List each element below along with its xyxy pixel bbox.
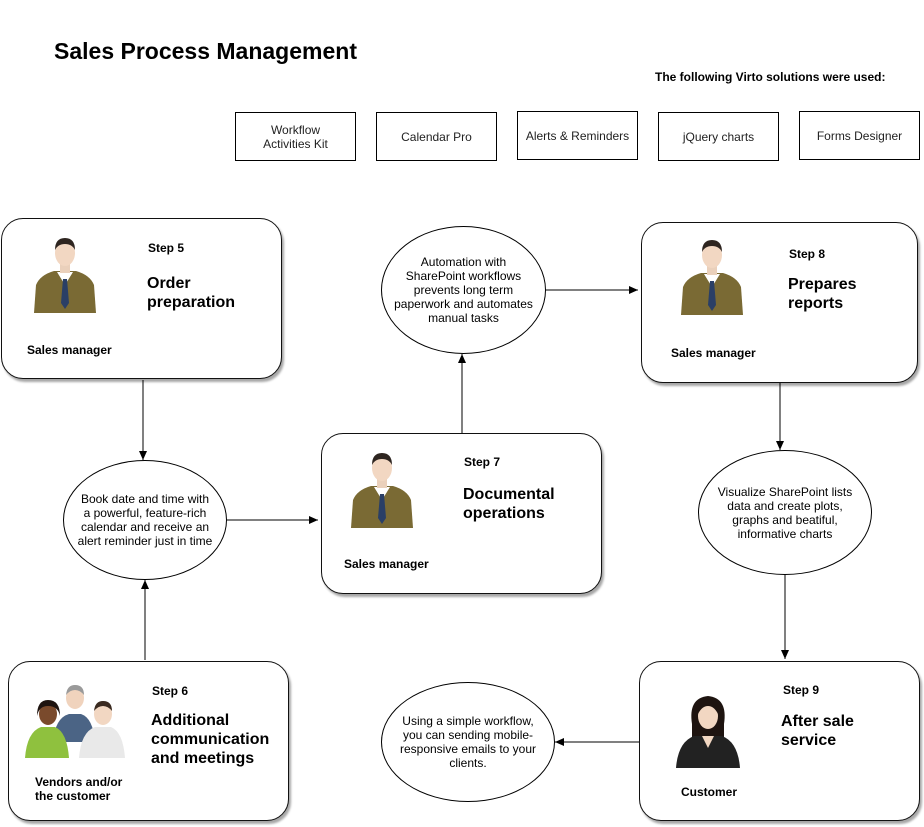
- step-5-card: Step 5 Order preparation Sales manager: [1, 218, 282, 379]
- step-title: Documental operations: [463, 486, 555, 522]
- page-title: Sales Process Management: [54, 38, 357, 64]
- note-charts: Visualize SharePoint lists data and crea…: [698, 450, 872, 575]
- step-title: Prepares reports: [788, 276, 857, 312]
- solution-workflow-activities-kit: Workflow Activities Kit: [235, 112, 356, 161]
- step-role: Sales manager: [344, 557, 429, 571]
- step-role: Sales manager: [27, 343, 112, 357]
- step-title: Additional communication and meetings: [151, 712, 270, 767]
- note-automation: Automation with SharePoint workflows pre…: [381, 226, 546, 354]
- step-7-card: Step 7 Documental operations Sales manag…: [321, 433, 602, 594]
- businessman-icon: [681, 240, 743, 315]
- step-role: Sales manager: [671, 346, 756, 360]
- step-9-card: Step 9 After sale service Customer: [639, 661, 920, 821]
- note-calendar: Book date and time with a powerful, feat…: [63, 460, 227, 580]
- group-people-icon: [25, 685, 125, 758]
- step-number: Step 5: [148, 241, 185, 255]
- solution-calendar-pro: Calendar Pro: [376, 112, 497, 161]
- step-title: After sale service: [781, 713, 854, 749]
- businessman-icon: [351, 453, 413, 528]
- step-number: Step 7: [464, 455, 501, 469]
- step-title: Order preparation: [147, 275, 236, 311]
- step-number: Step 8: [789, 247, 826, 261]
- note-emails: Using a simple workflow, you can sending…: [381, 682, 555, 802]
- businesswoman-icon: [676, 696, 740, 768]
- solution-forms-designer: Forms Designer: [799, 111, 920, 160]
- step-8-card: Step 8 Prepares reports Sales manager: [641, 222, 918, 383]
- solution-jquery-charts: jQuery charts: [658, 112, 779, 161]
- solutions-caption: The following Virto solutions were used:: [655, 70, 886, 84]
- solution-alerts-reminders: Alerts & Reminders: [517, 111, 638, 160]
- step-number: Step 9: [783, 683, 820, 697]
- step-role: Vendors and/or the customer: [35, 775, 123, 803]
- step-role: Customer: [681, 785, 738, 799]
- step-number: Step 6: [152, 684, 189, 698]
- businessman-icon: [34, 238, 96, 313]
- step-6-card: Step 6 Additional communication and meet…: [8, 661, 289, 821]
